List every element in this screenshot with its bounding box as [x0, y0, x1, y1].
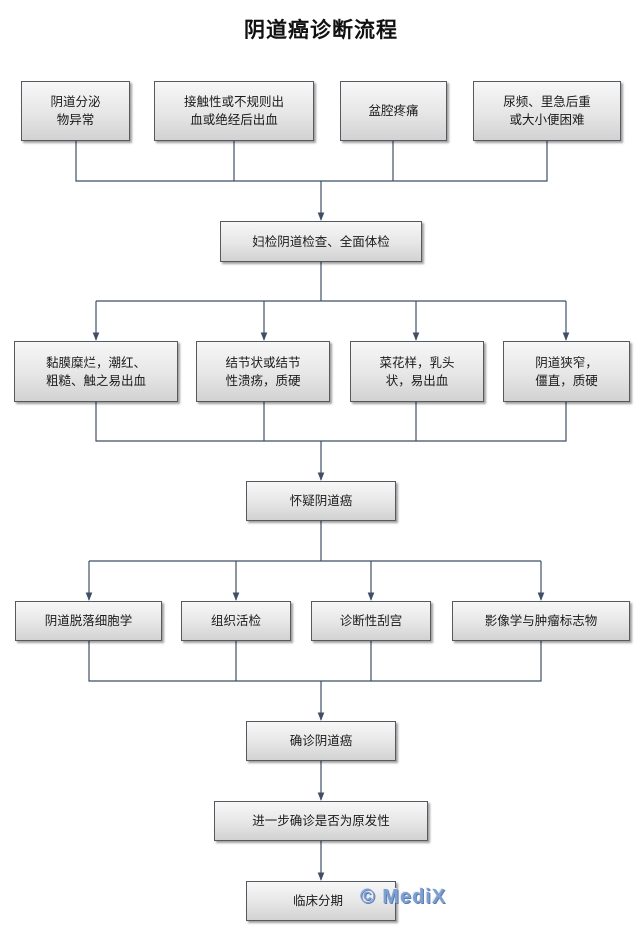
connector-symptoms-merge: [75, 141, 548, 182]
node-symptom-pain: 盆腔疼痛: [340, 81, 447, 141]
node-symptom-urinary: 尿频、里急后重 或大小便困难: [473, 81, 621, 141]
node-test-imaging: 影像学与肿瘤标志物: [452, 601, 630, 641]
connector-tests-merge: [88, 641, 542, 682]
node-finding-nodular: 结节状或结节 性溃疡，质硬: [196, 341, 330, 402]
node-symptom-bleeding: 接触性或不规则出 血或绝经后出血: [154, 81, 314, 141]
node-primary-check: 进一步确诊是否为原发性: [214, 801, 428, 841]
node-confirm: 确诊阴道癌: [246, 721, 396, 761]
node-symptom-discharge: 阴道分泌 物异常: [21, 81, 130, 141]
watermark-logo: © MediX: [360, 886, 447, 908]
node-test-cytology: 阴道脱落细胞学: [15, 601, 162, 641]
node-exam: 妇检阴道检查、全面体检: [220, 221, 422, 262]
diagram-title: 阴道癌诊断流程: [244, 18, 398, 42]
node-test-curettage: 诊断性刮宫: [311, 601, 431, 641]
node-finding-mucosa: 黏膜糜烂，潮红、 粗糙、触之易出血: [14, 341, 178, 402]
node-staging: 临床分期: [246, 881, 396, 921]
node-finding-cauliflower: 菜花样，乳头 状，易出血: [350, 341, 484, 402]
connector-findings-merge: [95, 402, 567, 442]
node-suspect: 怀疑阴道癌: [246, 481, 396, 521]
node-finding-stenosis: 阴道狭窄， 僵直，质硬: [503, 341, 630, 402]
node-test-biopsy: 组织活检: [181, 601, 291, 641]
